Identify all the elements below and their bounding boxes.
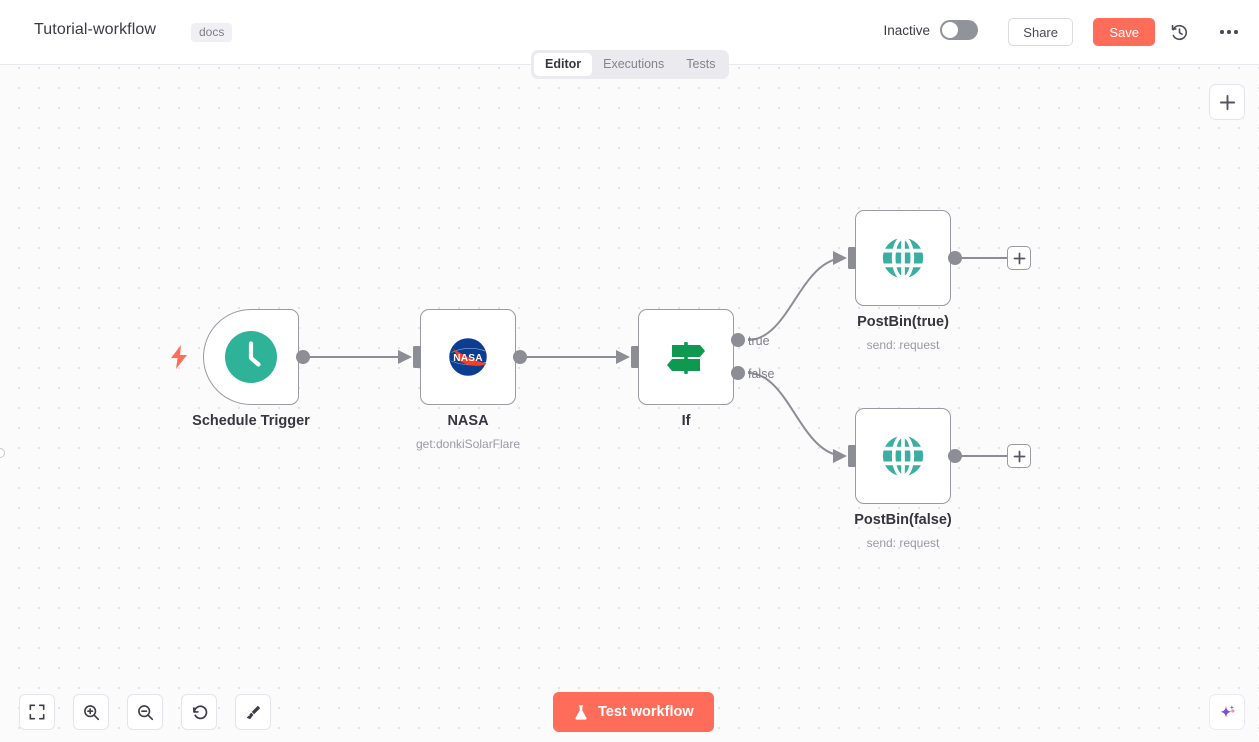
add-node-after-postbin-true[interactable] (1007, 246, 1031, 270)
plus-icon (1013, 450, 1025, 462)
globe-icon (882, 236, 924, 280)
tab-tests[interactable]: Tests (686, 57, 716, 71)
ellipsis-icon[interactable] (1215, 18, 1243, 46)
reset-zoom-icon (192, 705, 207, 719)
output-port-postbin-true[interactable] (948, 251, 962, 265)
output-port-nasa[interactable] (513, 350, 527, 364)
add-node-button[interactable] (1209, 84, 1245, 120)
page-title[interactable]: Tutorial-workflow (34, 21, 157, 38)
node-subtitle-postbin-true: send: request (866, 338, 940, 352)
output-label-true: true (748, 334, 770, 348)
flask-icon (575, 704, 587, 720)
output-label-false: false (748, 367, 775, 381)
output-port-postbin-false[interactable] (948, 449, 962, 463)
output-port-if-false[interactable] (731, 366, 745, 380)
activation-toggle-group: Inactive (883, 20, 978, 40)
node-nasa[interactable]: NASA (420, 309, 516, 405)
add-node-after-postbin-false[interactable] (1007, 444, 1031, 468)
test-workflow-button[interactable]: Test workflow (553, 692, 714, 732)
tab-editor[interactable]: Editor (534, 53, 593, 76)
history-clock-icon[interactable] (1165, 18, 1193, 46)
lightning-bolt-icon (170, 345, 188, 374)
ai-sparkle-icon (1219, 704, 1234, 718)
node-schedule-trigger[interactable] (203, 309, 299, 405)
node-if[interactable] (638, 309, 734, 405)
zoom-in-button[interactable] (73, 694, 109, 730)
nasa-logo-icon: NASA (449, 338, 487, 376)
node-subtitle-postbin-false: send: request (866, 536, 940, 550)
zoom-out-icon (137, 704, 153, 720)
test-workflow-label: Test workflow (598, 704, 694, 720)
toggle-knob (942, 22, 958, 38)
node-postbin-false[interactable] (855, 408, 951, 504)
node-label-if: If (681, 413, 691, 429)
zoom-out-button[interactable] (127, 694, 163, 730)
node-postbin-true[interactable] (855, 210, 951, 306)
tab-executions[interactable]: Executions (603, 57, 665, 71)
output-port-schedule-trigger[interactable] (296, 350, 310, 364)
zoom-in-icon (83, 704, 99, 720)
node-label-nasa: NASA (447, 413, 489, 429)
output-port-if-true[interactable] (731, 333, 745, 347)
node-label-postbin-false: PostBin(false) (854, 512, 952, 528)
svg-text:NASA: NASA (453, 353, 483, 364)
workflow-tag-docs[interactable]: docs (191, 23, 233, 42)
connection-edges (307, 251, 1008, 463)
clock-icon (225, 331, 277, 383)
globe-icon (882, 434, 924, 478)
fit-to-view-button[interactable] (19, 694, 55, 730)
workflow-canvas[interactable]: Schedule Trigger NASA NASA get:donkiSola… (0, 65, 1259, 742)
node-subtitle-nasa: get:donkiSolarFlare (415, 437, 521, 451)
plus-icon (1219, 94, 1235, 110)
input-port-if[interactable] (631, 346, 639, 368)
ellipsis-dots (1220, 30, 1238, 34)
save-button[interactable]: Save (1093, 18, 1155, 46)
node-label-postbin-true: PostBin(true) (857, 314, 949, 330)
tidy-up-broom-icon (246, 705, 260, 719)
activation-toggle[interactable] (940, 20, 978, 40)
signpost-icon (667, 342, 705, 374)
tidy-up-button[interactable] (235, 694, 271, 730)
ai-assistant-button[interactable] (1209, 694, 1245, 730)
editor-tabs: Editor Executions Tests (531, 50, 730, 79)
plus-icon (1013, 252, 1025, 264)
activation-state-label: Inactive (883, 22, 930, 38)
share-button[interactable]: Share (1008, 18, 1073, 46)
reset-zoom-button[interactable] (181, 694, 217, 730)
input-port-postbin-false[interactable] (848, 445, 856, 467)
input-port-nasa[interactable] (413, 346, 421, 368)
input-port-postbin-true[interactable] (848, 247, 856, 269)
fit-to-view-icon (29, 704, 45, 720)
node-label-schedule-trigger: Schedule Trigger (192, 413, 310, 429)
